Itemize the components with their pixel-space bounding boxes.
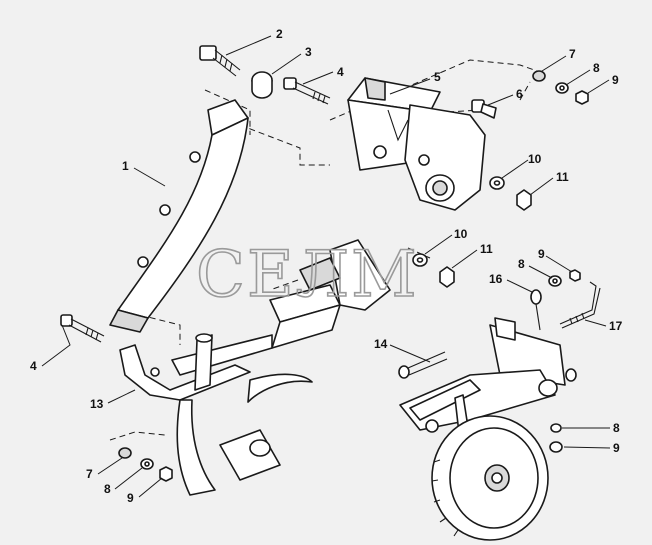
hardware-jbolt-top	[548, 269, 581, 287]
hardware-lower-left	[118, 447, 173, 482]
callout-14: 14	[374, 337, 388, 351]
nut-11a	[516, 189, 532, 211]
bolt-2	[199, 45, 241, 77]
callout-9-lower: 9	[127, 491, 134, 505]
callout-9-lower-right: 9	[613, 441, 620, 455]
callout-9-jbolt: 9	[538, 247, 545, 261]
callout-17: 17	[609, 319, 623, 333]
mounting-bracket	[347, 77, 486, 211]
bolt-6	[471, 99, 497, 119]
callout-16: 16	[489, 272, 503, 286]
callout-leaders	[41, 35, 611, 498]
callout-5: 5	[434, 70, 441, 84]
assembly-guide-lines	[109, 59, 541, 441]
callout-9-upper: 9	[612, 73, 619, 87]
callout-11-center: 11	[480, 242, 493, 256]
nut-9d	[549, 441, 563, 453]
main-frame	[119, 239, 391, 496]
spacer-7a	[532, 70, 546, 82]
callout-1: 1	[122, 159, 129, 173]
callout-4-lower: 4	[30, 359, 37, 373]
hardware-lower-right	[549, 423, 563, 453]
callout-8-upper: 8	[593, 61, 600, 75]
callout-3: 3	[305, 45, 312, 59]
bolt-4-lower	[60, 314, 105, 343]
callout-7-lower: 7	[86, 467, 93, 481]
callout-13: 13	[90, 397, 104, 411]
callout-6: 6	[516, 87, 523, 101]
callout-labels: 2 3 4 5 6 7 8 9 10 11 1 10 11 4 13 7 8 9…	[30, 27, 623, 505]
callout-10-upper: 10	[528, 152, 542, 166]
spacer-7b	[118, 447, 132, 459]
hardware-center	[412, 253, 455, 288]
nut-9b	[159, 466, 173, 482]
callout-8-lower-right: 8	[613, 421, 620, 435]
callout-2: 2	[276, 27, 283, 41]
hardware-bracket-side	[489, 176, 532, 211]
bolt-4-upper	[283, 77, 331, 105]
callout-4-upper: 4	[337, 65, 344, 79]
washer-8d	[550, 423, 562, 433]
strap-bracket	[109, 99, 249, 333]
callout-10-center: 10	[454, 227, 468, 241]
j-bolt-17	[559, 281, 601, 329]
callout-7-upper: 7	[569, 47, 576, 61]
callout-8-lower: 8	[104, 482, 111, 496]
nut-11b	[439, 266, 455, 288]
eye-bolt-16	[530, 289, 542, 331]
callout-11-upper: 11	[556, 170, 569, 184]
callout-8-jbolt: 8	[518, 257, 525, 271]
nut-9a	[575, 90, 589, 105]
hardware-upper-right	[532, 70, 589, 105]
pin-bolt-14	[398, 351, 448, 379]
nut-9c	[569, 269, 581, 282]
watermark: СЕЛМ	[196, 238, 419, 312]
spacer-3	[251, 71, 273, 99]
depth-wheel-assembly	[399, 317, 577, 541]
